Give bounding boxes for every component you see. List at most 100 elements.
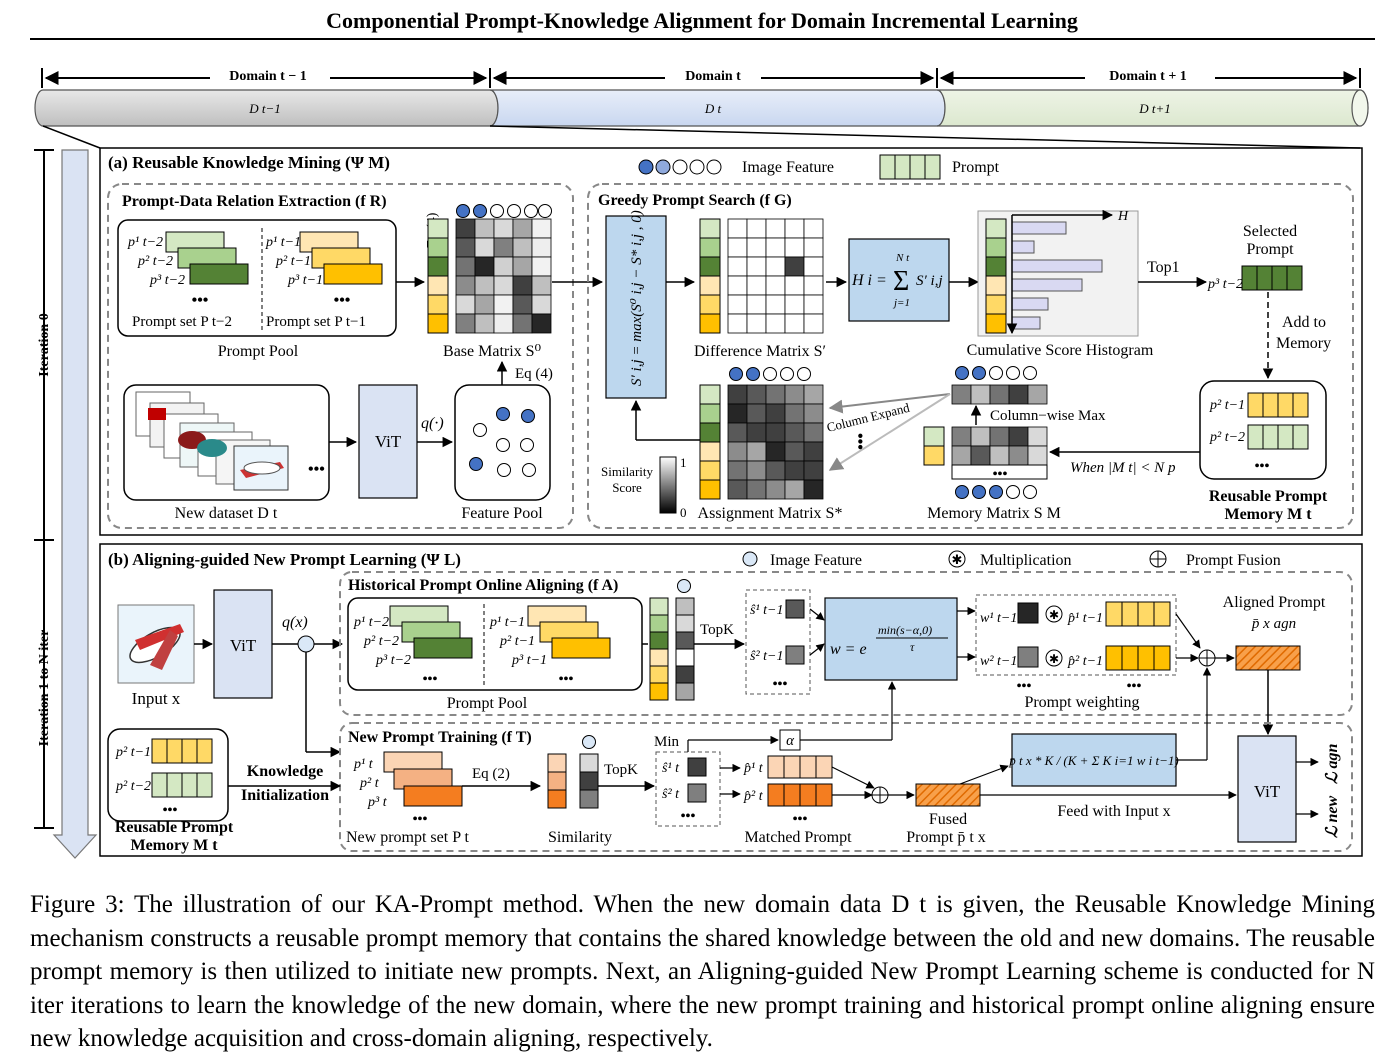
memory-matrix-label: Memory Matrix S M <box>927 505 1061 522</box>
svg-text:p² t: p² t <box>359 776 380 791</box>
npt-similarity-column <box>579 753 599 809</box>
base-matrix-cell <box>474 294 495 315</box>
assignment-matrix-cell <box>746 384 767 405</box>
svg-text:p¹ t−1: p¹ t−1 <box>489 615 525 630</box>
svg-text:p³ t: p³ t <box>367 795 388 810</box>
assignment-matrix-cell <box>784 422 805 443</box>
vit-box-b2 <box>1237 735 1297 843</box>
svg-text:Multiplication: Multiplication <box>980 552 1072 569</box>
difference-matrix-cell <box>803 237 824 258</box>
base-matrix-cell <box>531 256 552 277</box>
panel-a: (a) Reusable Knowledge Mining (Ψ M) Imag… <box>99 147 1363 536</box>
dataset-image-stack: ••• <box>135 391 325 491</box>
framework-diagram: Componential Prompt-Knowledge Alignment … <box>30 8 1375 859</box>
prompt-stack-t-1 <box>299 231 383 285</box>
difference-matrix-cell <box>784 275 805 296</box>
svg-text:α: α <box>786 733 795 749</box>
difference-formula-box <box>605 215 667 399</box>
difference-matrix-cell <box>765 256 786 277</box>
pde-p1-t1: p¹ t−1 <box>265 235 301 250</box>
difference-matrix-cell <box>803 256 824 277</box>
loss-agn: ℒ agn <box>1324 743 1341 784</box>
query-feature <box>297 635 315 653</box>
pde-p1-t2: p¹ t−2 <box>127 235 163 250</box>
svg-text:•••: ••• <box>1255 459 1270 474</box>
input-image <box>117 604 195 684</box>
selected-prompt-label-2: Prompt <box>1246 241 1294 258</box>
assignment-matrix-cell <box>727 403 748 424</box>
selected-p-label: p³ t−2 <box>1207 277 1243 292</box>
qx-label: q(x) <box>282 614 308 631</box>
difference-matrix-cell <box>765 237 786 258</box>
hpoa-prompt-column <box>649 597 669 701</box>
column-max-label: Column−wise Max <box>990 408 1106 424</box>
timeline: Domain t − 1 Domain t Domain t + 1 D t−1… <box>34 67 1369 149</box>
prompt-weighting-label: Prompt weighting <box>1024 694 1139 711</box>
npt-prompt-column <box>547 753 567 809</box>
hpoa-similarity-column <box>675 597 695 701</box>
aligned-prompt-label-2: p̄ x agn <box>1251 616 1296 632</box>
base-matrix-cell <box>493 237 514 258</box>
figure-title: Componential Prompt-Knowledge Alignment … <box>326 8 1078 33</box>
memory-matrix-cell <box>989 426 1010 447</box>
when-condition: When |M t| < N p <box>1070 460 1176 476</box>
knowledge-init-label-1: Knowledge <box>247 763 323 780</box>
histogram-label: Cumulative Score Histogram <box>967 342 1154 359</box>
base-matrix-cell <box>493 313 514 334</box>
difference-matrix-cell <box>746 237 767 258</box>
column-max-cell <box>989 384 1010 405</box>
assignment-matrix-cell <box>746 403 767 424</box>
assignment-matrix-cell <box>746 422 767 443</box>
domain-data-next: D t+1 <box>1138 101 1171 116</box>
domain-data-cur: D t <box>704 101 722 116</box>
assignment-matrix-cell <box>803 422 824 443</box>
svg-text:w¹ t−1: w¹ t−1 <box>980 611 1017 626</box>
column-max-row <box>951 366 1048 405</box>
pde-p3-t2: p³ t−2 <box>149 273 185 288</box>
svg-text:τ: τ <box>910 640 915 654</box>
base-matrix-cell <box>512 256 533 277</box>
base-matrix-cell <box>493 275 514 296</box>
assignment-matrix-cell <box>784 460 805 481</box>
domain-label-prev: Domain t − 1 <box>229 69 307 84</box>
legend-image-feature-a: Image Feature <box>638 159 834 176</box>
svg-text:p̂² t: p̂² t <box>743 789 764 804</box>
assignment-matrix-cell <box>727 479 748 500</box>
base-matrix-cell <box>531 294 552 315</box>
svg-text:•••: ••• <box>851 433 868 450</box>
loss-new: ℒ new <box>1324 795 1341 838</box>
fusion-formula-box <box>1011 733 1177 787</box>
histogram-bar <box>1011 297 1049 311</box>
difference-matrix-cell <box>746 275 767 296</box>
pde-p2-t1: p² t−1 <box>275 254 311 269</box>
difference-matrix-cell <box>803 294 824 315</box>
new-prompt-set-label: New prompt set P t <box>346 829 470 846</box>
fused-prompt <box>915 783 981 807</box>
base-matrix-cell <box>512 275 533 296</box>
panel-b-title: (b) Aligning-guided New Prompt Learning … <box>108 550 461 569</box>
difference-matrix <box>699 218 824 334</box>
svg-text:0: 0 <box>680 505 687 520</box>
assignment-matrix-cell <box>765 384 786 405</box>
base-matrix-cell <box>493 218 514 239</box>
difference-matrix-cell <box>727 237 748 258</box>
svg-text:ŝ² t−1: ŝ² t−1 <box>750 649 783 664</box>
svg-text:p³ t−2: p³ t−2 <box>375 653 411 668</box>
assignment-matrix-cell <box>784 479 805 500</box>
svg-text:•••: ••• <box>334 292 351 309</box>
assignment-matrix-cell <box>803 460 824 481</box>
difference-matrix-cell <box>803 313 824 334</box>
difference-matrix-cell <box>784 313 805 334</box>
svg-text:S′ i,j: S′ i,j <box>916 273 943 289</box>
histogram-formula-box <box>848 238 950 322</box>
prompt-stack-t-2 <box>165 231 249 285</box>
top1-label: Top1 <box>1147 259 1180 276</box>
assignment-matrix-cell <box>727 384 748 405</box>
npt-title: New Prompt Training (f T) <box>348 729 532 746</box>
pde-title: Prompt-Data Relation Extraction (f R) <box>122 193 387 210</box>
svg-text:•••: ••• <box>423 672 438 687</box>
svg-text:•••: ••• <box>793 812 808 827</box>
svg-text:p̂² t−1: p̂² t−1 <box>1067 654 1103 669</box>
base-matrix-cell <box>512 218 533 239</box>
difference-formula: S′ i,j = max(S⁰ i,j − S* i,j , 0) <box>629 210 645 386</box>
